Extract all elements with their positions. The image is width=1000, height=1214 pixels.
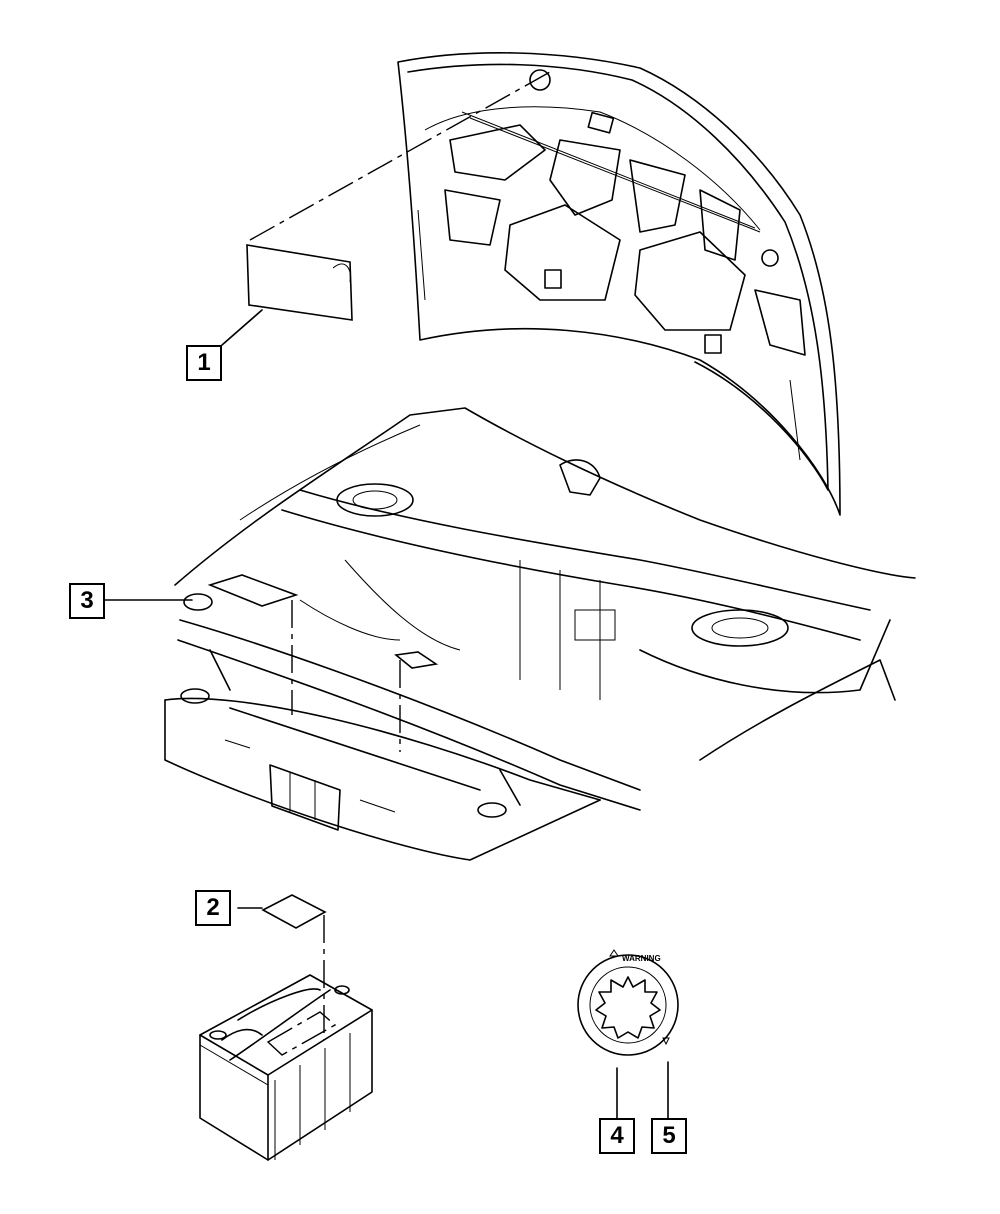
cap-warning-text: WARNING [622,954,661,963]
callout-3: 3 [69,583,105,619]
engine-compartment [174,407,916,761]
callout-5: 5 [651,1118,687,1154]
callout-2: 2 [195,890,231,926]
battery-label-part-2 [261,894,327,929]
battery [199,974,373,1161]
radiator-label-part-3 [207,574,439,669]
callout-4: 4 [599,1118,635,1154]
hood-label-part-1 [246,244,353,321]
hood-underside [397,52,841,516]
radiator-support [164,593,641,861]
leader-dashed-1 [249,71,551,241]
radiator-cap: WARNING [577,949,679,1056]
callout-1: 1 [186,345,222,381]
leader-line-1 [221,309,263,346]
